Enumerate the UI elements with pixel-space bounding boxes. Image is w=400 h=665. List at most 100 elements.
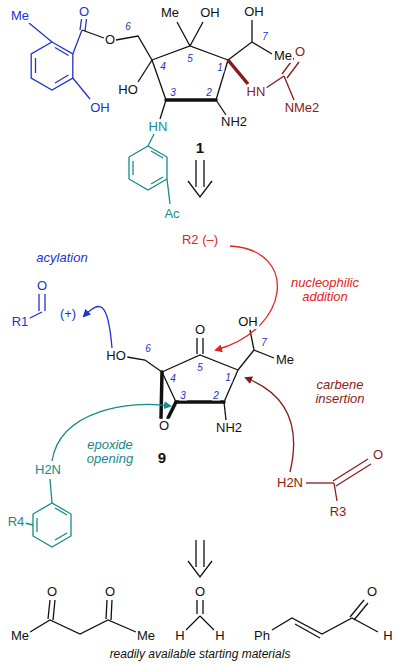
- atom-label: R1: [11, 315, 30, 329]
- locant-number: 3: [169, 87, 177, 98]
- atom-label: H: [382, 629, 393, 643]
- atom-label: O: [372, 448, 384, 462]
- atom-label: HO: [105, 349, 127, 363]
- locant-number: 5: [186, 53, 194, 64]
- bond-line: [25, 523, 33, 525]
- bond-line: [228, 20, 272, 60]
- atom-label: OH: [243, 5, 265, 19]
- bond-line: [246, 378, 294, 472]
- bond-line: [50, 479, 52, 503]
- bond-line: [334, 483, 337, 501]
- bond-line: [48, 600, 55, 620]
- atom-label: O: [104, 33, 116, 47]
- bond-line: [161, 372, 176, 418]
- locant-number: 4: [169, 373, 177, 384]
- urea-bonds: [228, 58, 299, 100]
- addition-arrow: [216, 246, 277, 350]
- atom-label: HO: [117, 83, 139, 97]
- atom-label: NH2: [220, 115, 248, 129]
- bond-line: [152, 60, 166, 100]
- bond-line: [238, 330, 274, 370]
- bond-line: [82, 30, 104, 38]
- atom-label: Ac: [163, 207, 180, 221]
- bond-line: [28, 312, 42, 319]
- bond-line: [216, 60, 228, 100]
- bond-line: [133, 151, 163, 184]
- bond-line: [36, 48, 69, 84]
- atom-label: O: [46, 585, 58, 599]
- bond-line: [306, 482, 334, 483]
- atom-label: OH: [237, 315, 259, 329]
- bond-line: [188, 160, 212, 197]
- bond-line: [162, 355, 238, 372]
- atom-label: R2 (–): [181, 233, 219, 247]
- aniline-ring: [129, 134, 170, 204]
- bond-line: [197, 338, 203, 354]
- bond-line: [39, 294, 45, 311]
- atom-label: OH: [89, 101, 111, 115]
- bond-line: [73, 30, 82, 54]
- bond-line: [37, 508, 67, 540]
- amine-bonds: [25, 404, 170, 547]
- bond-line: [295, 624, 320, 638]
- compound-number: 9: [157, 450, 167, 467]
- bond-line: [272, 618, 378, 634]
- atom-label: R4: [7, 515, 26, 529]
- atom-label: HN: [148, 120, 169, 134]
- locant-number: 3: [179, 390, 187, 401]
- atom-label: Me: [10, 9, 30, 23]
- atom-label: O: [158, 419, 170, 433]
- bond-line: [216, 246, 277, 350]
- bond-line: [80, 19, 87, 31]
- aryl-ring: [29, 19, 90, 99]
- atom-label: H: [174, 629, 185, 643]
- locant-number: 7: [261, 31, 269, 42]
- bond-line: [333, 459, 371, 486]
- bond-line: [84, 306, 112, 348]
- atom-label: NH2: [215, 421, 243, 435]
- atom-label: NMe2: [284, 101, 321, 115]
- reaction-label: acylation: [35, 251, 88, 265]
- locant-number: 4: [159, 61, 167, 72]
- compound-number: 1: [195, 140, 205, 157]
- bond-line: [350, 600, 368, 620]
- bond-lines: [82, 20, 272, 119]
- retro-arrow: [188, 540, 212, 577]
- atom-label: O: [36, 279, 48, 293]
- reaction-label: carbene insertion: [303, 378, 377, 407]
- atom-label: Me: [275, 353, 295, 367]
- bond-line: [176, 400, 224, 404]
- bold-bonds: [161, 372, 224, 418]
- locant-number: 6: [144, 343, 152, 354]
- bond-lines: [127, 330, 274, 420]
- atom-label: Me: [136, 629, 156, 643]
- atom-label: O: [104, 585, 116, 599]
- bond-lines: [30, 600, 378, 638]
- bond-line: [167, 179, 170, 204]
- locant-number: 7: [260, 337, 268, 348]
- reaction-label: nucleophilic addition: [284, 276, 366, 305]
- atom-label: OH: [199, 6, 221, 20]
- bond-line: [266, 76, 284, 88]
- bond-line: [73, 78, 90, 99]
- acyl-bonds: [28, 294, 112, 348]
- retro-arrow: [188, 160, 212, 197]
- bond-line: [224, 402, 226, 420]
- atom-label: (+): [59, 307, 77, 321]
- bond-line: [33, 503, 71, 547]
- caption: readily available starting materials: [109, 648, 292, 661]
- locant-number: 6: [124, 21, 132, 32]
- bold-bonds: [166, 98, 216, 102]
- bond-line: [127, 357, 162, 372]
- locant-number: 2: [205, 87, 213, 98]
- bond-line: [284, 76, 294, 100]
- bond-line: [216, 100, 226, 115]
- bond-line: [129, 146, 167, 190]
- atom-label: O: [366, 585, 378, 599]
- bond-line: [228, 60, 248, 84]
- bond-line: [160, 100, 166, 119]
- locant-number: 1: [216, 62, 224, 73]
- bond-line: [197, 600, 203, 614]
- atom-label: Me: [10, 629, 30, 643]
